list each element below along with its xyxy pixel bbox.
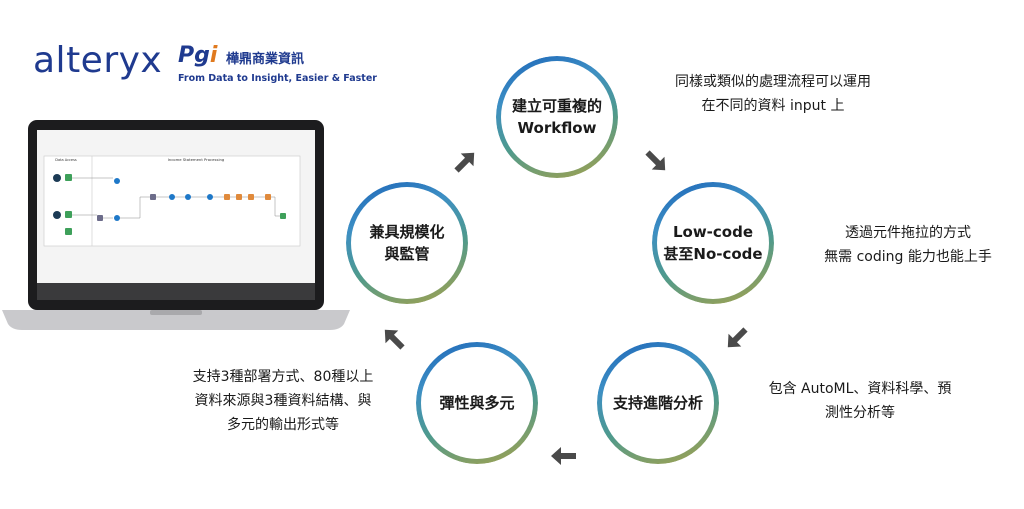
node-low-code: Low-code 甚至No-code	[652, 182, 774, 304]
laptop-screen-title: Income Statement Processing	[168, 157, 225, 162]
arrow-left-icon	[551, 447, 576, 465]
pgi-mark: Pgi	[178, 43, 218, 68]
laptop-illustration: Data Access Income Statement Processing	[2, 120, 350, 330]
desc-low-code: 透過元件拖拉的方式 無需 coding 能力也能上手	[824, 225, 992, 265]
node-flexibility: 彈性與多元	[416, 342, 538, 464]
pgi-logo: Pgi 樺鼎商業資訊 From Data to Insight, Easier …	[178, 43, 377, 88]
desc-repeatable-workflow: 同樣或類似的處理流程可以運用 在不同的資料 input 上	[675, 74, 871, 114]
pgi-company-name: 樺鼎商業資訊	[226, 52, 305, 67]
node-scalability-governance: 兼具規模化 與監管	[346, 182, 468, 304]
node-repeatable-workflow-label: 建立可重複的 Workflow	[511, 97, 602, 137]
node-low-code-label: Low-code 甚至No-code	[663, 223, 763, 263]
arrow-up-right-icon	[454, 152, 475, 173]
desc-flexibility: 支持3種部署方式、80種以上 資料來源與3種資料結構、與 多元的輸出形式等	[192, 369, 374, 433]
desc-advanced-analytics: 包含 AutoML、資料科學、預 測性分析等	[768, 381, 952, 421]
pgi-tagline: From Data to Insight, Easier & Faster	[178, 73, 377, 84]
node-scalability-governance-label: 兼具規模化 與監管	[369, 223, 445, 263]
node-repeatable-workflow: 建立可重複的 Workflow	[496, 56, 618, 178]
node-advanced-analytics: 支持進階分析	[597, 342, 719, 464]
arrow-down-right-icon	[645, 150, 666, 171]
node-flexibility-label: 彈性與多元	[439, 394, 515, 412]
laptop-left-panel-title: Data Access	[55, 158, 77, 162]
arrow-up-left-icon	[384, 329, 405, 350]
arrow-down-left-icon	[727, 327, 748, 348]
alteryx-logo: alteryx	[33, 40, 163, 81]
node-advanced-analytics-label: 支持進階分析	[612, 394, 703, 412]
